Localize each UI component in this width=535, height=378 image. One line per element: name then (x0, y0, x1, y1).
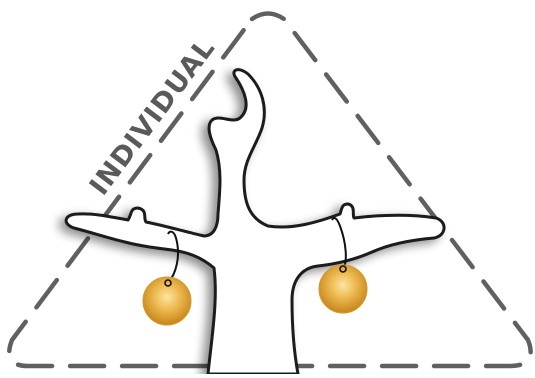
right-ornament-string (331, 217, 347, 270)
bare-tree-outline (64, 68, 446, 376)
dashed-triangle-outline (7, 11, 533, 369)
left-ornament (142, 276, 192, 326)
right-ornament-cap (339, 265, 347, 273)
left-ornament-string (167, 230, 179, 284)
left-ornament-cap (164, 279, 172, 287)
right-ornament (318, 264, 368, 314)
side-label: INDIVIDUAL (84, 33, 222, 202)
